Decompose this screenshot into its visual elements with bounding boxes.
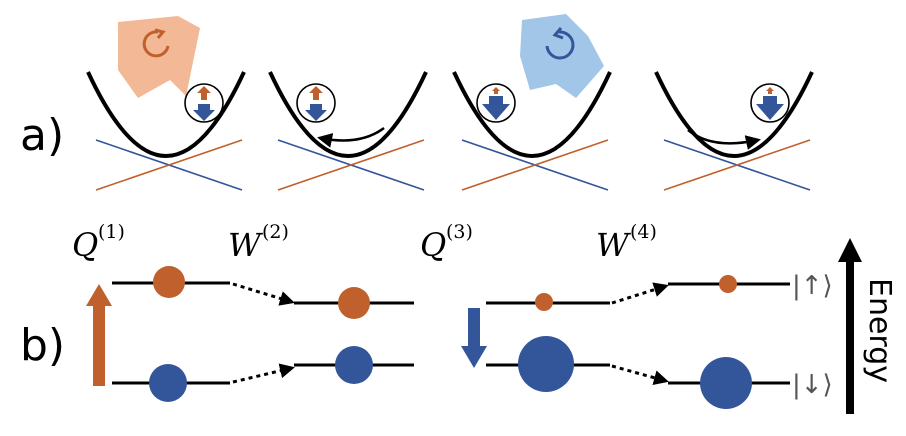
energy-axis-label: Energy	[862, 278, 897, 383]
excitation-up-arrow-icon	[86, 284, 112, 386]
relaxation-down-arrow-icon	[461, 308, 487, 368]
svg-text:W: W	[596, 226, 632, 264]
svg-text:(4): (4)	[630, 221, 657, 243]
svg-text:Q: Q	[420, 226, 446, 264]
transition-arrow-lower-1	[232, 363, 295, 384]
population-q3-upper	[535, 293, 553, 311]
population-q3-lower	[518, 336, 574, 392]
transition-arrow-upper-1	[232, 282, 295, 306]
spin-circle-2	[296, 83, 336, 123]
energy-axis-arrow-icon	[838, 238, 862, 414]
step-label-w2: W (2)	[228, 221, 289, 264]
population-w2-lower	[335, 346, 373, 384]
panel-b-label: b)	[20, 320, 65, 371]
potential-well-2	[268, 71, 428, 191]
svg-text:(3): (3)	[446, 221, 473, 243]
population-w2-upper	[338, 287, 370, 319]
potential-well-1	[86, 71, 246, 191]
svg-text:(1): (1)	[98, 221, 125, 243]
spin-down-arrow-icon	[482, 96, 510, 120]
population-w4-lower	[700, 357, 752, 409]
cold-bath-arrow-icon	[520, 14, 604, 98]
spin-up-arrow-icon	[197, 86, 211, 100]
panel-a-label: a)	[20, 110, 64, 161]
ket-up-label: |↑⟩	[792, 271, 833, 301]
spin-up-arrow-icon	[309, 86, 323, 100]
population-q1-lower	[149, 364, 187, 402]
work-arrow-left-icon	[317, 126, 385, 148]
spin-down-arrow-icon	[193, 104, 215, 121]
transition-arrow-upper-2	[611, 282, 669, 305]
step-label-q1: Q (1)	[72, 221, 125, 264]
step-label-w4: W (4)	[596, 221, 657, 264]
hot-bath-arrow-icon	[118, 16, 200, 98]
spin-up-arrow-icon	[492, 87, 500, 94]
spin-up-arrow-icon	[766, 87, 774, 94]
potential-well-3	[452, 71, 612, 191]
population-q1-upper	[153, 266, 185, 298]
spin-circle-1	[184, 83, 224, 123]
transition-arrow-lower-2	[611, 364, 669, 386]
step-label-q3: Q (3)	[420, 221, 473, 264]
spin-down-arrow-icon	[305, 104, 327, 121]
ket-down-label: |↓⟩	[792, 370, 833, 400]
svg-text:(2): (2)	[262, 221, 289, 243]
population-w4-upper	[719, 275, 737, 293]
svg-text:Q: Q	[72, 226, 98, 264]
potential-well-4	[654, 71, 814, 191]
work-arrow-right-icon	[687, 129, 761, 150]
spin-down-arrow-icon	[756, 96, 784, 120]
svg-text:W: W	[228, 226, 264, 264]
